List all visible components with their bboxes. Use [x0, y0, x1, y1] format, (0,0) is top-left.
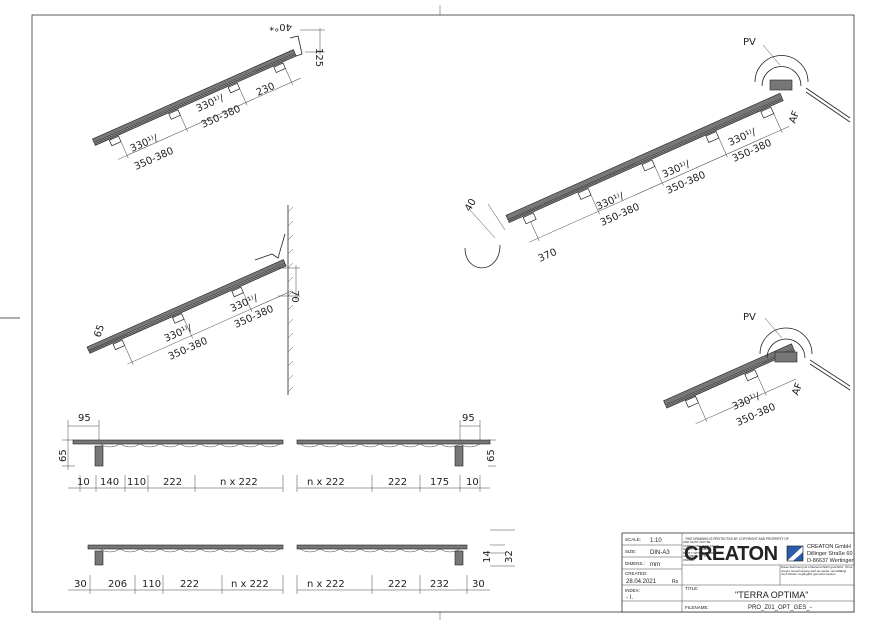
dim-70: 70 [289, 290, 300, 303]
dim-330-b: 330¹⁾/ [129, 133, 160, 155]
dim-row1-175: 175 [430, 477, 449, 488]
label-af-ridge: AF [787, 109, 802, 125]
filename-value: PRO_Z01_OPT_GES_- [748, 605, 812, 611]
dim-row1-140: 140 [100, 477, 119, 488]
view-eaves-top: 125 40°* 230 330¹⁾/ 350-380 330¹⁾/ 350-3… [92, 21, 325, 173]
dim-95-left: 95 [78, 413, 91, 424]
label-pv-hip: PV [743, 312, 756, 323]
dim-125: 125 [313, 48, 324, 67]
dim-65-right: 65 [486, 449, 497, 462]
disclaimer: Diese Zeichnung ist urheberrechtlich ges… [781, 566, 853, 577]
dim-row1-222-right: 222 [388, 477, 407, 488]
brand-logo: CREATON [684, 543, 778, 565]
dim-row2-nx222-right: n x 222 [307, 579, 345, 590]
filename-label: FILENAME: [685, 605, 709, 610]
dim-40deg: 40°* [269, 21, 292, 32]
dim-95-right: 95 [462, 413, 475, 424]
dim-370: 370 [537, 247, 559, 265]
label-pv-ridge: PV [743, 37, 756, 48]
title-block: SCALE: 1:10 SIZE: DIN-A3 DIMENS.: mm CRE… [621, 532, 855, 613]
copy-notice: AND MUST NOT BE COPIED OR USED AS OR GIV… [683, 541, 719, 562]
dim-row2-222-right: 222 [388, 579, 407, 590]
size-label: SIZE: [625, 549, 636, 554]
view-cross-section-row1: 95 95 65 65 10 140 110 222 n x 222 n x 2… [58, 413, 497, 492]
label-af-hip: AF [790, 381, 805, 397]
dims-label: DIMENS.: [625, 561, 645, 566]
dim-row2-222: 222 [180, 579, 199, 590]
dim-14: 14 [482, 550, 493, 563]
dim-row2-232: 232 [430, 579, 449, 590]
dim-40-gutter: 40 [463, 197, 479, 214]
dim-65: 65 [92, 323, 107, 339]
scale-label: SCALE: [625, 537, 641, 542]
dim-row2-30-right: 30 [472, 579, 485, 590]
dim-row1-10-right: 10 [466, 477, 479, 488]
dim-32: 32 [504, 550, 515, 563]
company-street: Dillinger Straße 60 [807, 551, 853, 557]
title-label: TITLE: [685, 586, 699, 591]
company-name: CREATON GmbH [807, 544, 851, 550]
index-value: - I. [626, 595, 633, 601]
dims-value: mm [650, 562, 660, 568]
view-cross-section-row2: 14 32 30 206 110 222 n x 222 n x 222 222… [68, 529, 515, 594]
created-date: 28.04.2021 [626, 579, 657, 585]
dim-row1-10: 10 [77, 477, 90, 488]
scale-value: 1:10 [650, 538, 662, 544]
view-hip-detail: PV AF 330¹⁾/ 350-380 [663, 312, 851, 429]
company-city: D-86637 Wertingen [807, 558, 855, 564]
drawing-title: "TERRA OPTIMA" [735, 590, 808, 600]
dim-row2-110: 110 [142, 579, 161, 590]
view-wall-abutment: 70 65 330¹⁾/ 350-380 330¹⁾/ 350-380 [86, 205, 300, 395]
created-by: Rs [672, 579, 679, 585]
dim-row2-30: 30 [74, 579, 87, 590]
dim-row1-110: 110 [127, 477, 146, 488]
drawing-frame [31, 14, 855, 613]
index-label: INDEX: [625, 588, 640, 593]
dim-row1-nx222-right: n x 222 [307, 477, 345, 488]
dim-65-left: 65 [58, 449, 69, 462]
dim-row2-206: 206 [108, 579, 127, 590]
creaton-mark-icon [786, 545, 804, 562]
dim-row1-222: 222 [163, 477, 182, 488]
view-eaves-ridge: 40 370 330¹⁾/ 350-380 330¹⁾/ 350-380 330… [463, 37, 851, 269]
size-value: DIN-A3 [650, 550, 670, 556]
dim-row1-nx222-left: n x 222 [220, 477, 258, 488]
created-label: CREATED: [625, 571, 647, 576]
dim-row2-nx222-left: n x 222 [231, 579, 269, 590]
dim-230: 230 [255, 81, 277, 99]
copyright-notice: THIS DRAWING IS PROTECTED BY COPYRIGHT A… [685, 537, 789, 541]
